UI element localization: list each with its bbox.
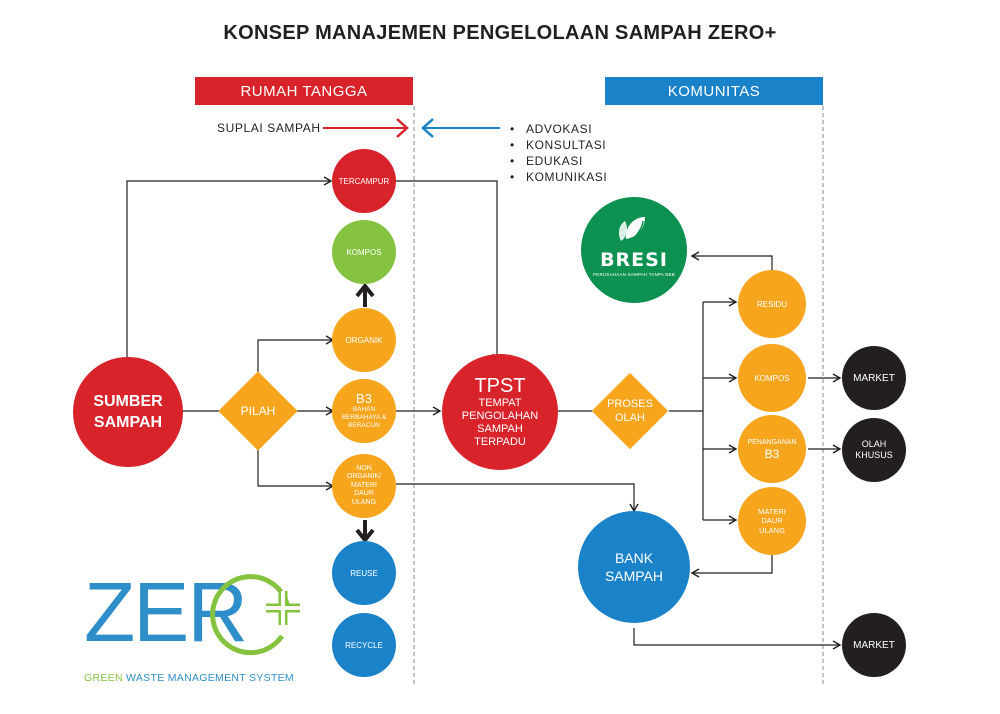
zero-tagline-green: GREEN <box>84 672 123 684</box>
node-title: TPST <box>474 375 526 397</box>
leaf-icon <box>618 217 645 242</box>
node-olah-khusus: OLAH KHUSUS <box>842 418 906 482</box>
node-label: ORGANIK <box>345 335 383 345</box>
node-penanganan-b3: PENANGANAN B3 <box>738 415 806 483</box>
zero-plus-icon <box>210 574 300 656</box>
list-item: EDUKASI <box>510 153 607 169</box>
node-residu: RESIDU <box>738 270 806 338</box>
node-label: TERCAMPUR <box>338 176 390 186</box>
section-komunitas: KOMUNITAS <box>605 77 823 105</box>
list-item: KOMUNIKASI <box>510 169 607 185</box>
node-kompos-rumah-tangga: KOMPOS <box>332 220 396 284</box>
node-label: MATERI DAUR ULANG <box>758 506 786 535</box>
bresi-wordmark: BRESI <box>600 249 668 271</box>
diagram-title: KONSEP MANAJEMEN PENGELOLAAN SAMPAH ZERO… <box>223 22 777 44</box>
node-kompos-komunitas: KOMPOS <box>738 344 806 412</box>
node-label: OLAH KHUSUS <box>855 439 893 460</box>
node-label: TEMPAT PENGOLAHAN SAMPAH TERPADU <box>461 397 539 448</box>
node-label: BAHAN BERBAHAYA & BERACUN <box>341 406 387 429</box>
node-materi-daur-ulang: MATERI DAUR ULANG <box>738 487 806 555</box>
node-label: MARKET <box>853 372 895 384</box>
list-item: ADVOKASI <box>510 121 607 137</box>
bresi-tagline: PERUSAHAAN SAMPAH TANPA BBB <box>593 272 675 277</box>
node-market-1: MARKET <box>842 346 906 410</box>
node-label: SUMBER SAMPAH <box>93 393 163 431</box>
zero-plus-logo: ZER GREEN WASTE MANAGEMENT SYSTEM <box>84 562 314 692</box>
node-label: REUSE <box>350 568 378 578</box>
node-sumber-sampah: SUMBER SAMPAH <box>73 357 183 467</box>
bresi-logo: BRESI PERUSAHAAN SAMPAH TANPA BBB <box>581 197 687 303</box>
node-label: KOMPOS <box>346 247 382 257</box>
zero-tagline: GREEN WASTE MANAGEMENT SYSTEM <box>84 672 294 684</box>
section-rumah-tangga: RUMAH TANGGA <box>195 77 413 105</box>
node-label: RECYCLE <box>345 640 383 650</box>
node-market-2: MARKET <box>842 613 906 677</box>
node-title: B3 <box>764 446 780 461</box>
node-label: PENANGANAN <box>747 438 797 446</box>
node-pilah-label: PILAH <box>240 404 276 418</box>
node-label: KOMPOS <box>754 373 790 383</box>
suplai-sampah-label: SUPLAI SAMPAH <box>217 121 321 135</box>
node-label: MARKET <box>853 639 895 651</box>
list-item: KONSULTASI <box>510 137 607 153</box>
node-reuse: REUSE <box>332 541 396 605</box>
node-label: BANK SAMPAH <box>604 550 664 584</box>
community-activities-list: ADVOKASI KONSULTASI EDUKASI KOMUNIKASI <box>510 121 607 185</box>
node-non-organik: NON ORGANIK/ MATERI DAUR ULANG <box>332 454 396 518</box>
node-tercampur: TERCAMPUR <box>332 149 396 213</box>
node-tpst: TPST TEMPAT PENGOLAHAN SAMPAH TERPADU <box>442 354 558 470</box>
node-title: B3 <box>356 391 372 406</box>
node-label: RESIDU <box>756 299 788 309</box>
node-b3: B3 BAHAN BERBAHAYA & BERACUN <box>332 379 396 443</box>
node-bank-sampah: BANK SAMPAH <box>578 511 690 623</box>
node-organik: ORGANIK <box>332 308 396 372</box>
node-label: NON ORGANIK/ MATERI DAUR ULANG <box>346 464 382 506</box>
node-proses-olah-label: PROSES OLAH <box>607 398 653 424</box>
node-recycle: RECYCLE <box>332 613 396 677</box>
zero-tagline-rest: WASTE MANAGEMENT SYSTEM <box>122 672 294 684</box>
